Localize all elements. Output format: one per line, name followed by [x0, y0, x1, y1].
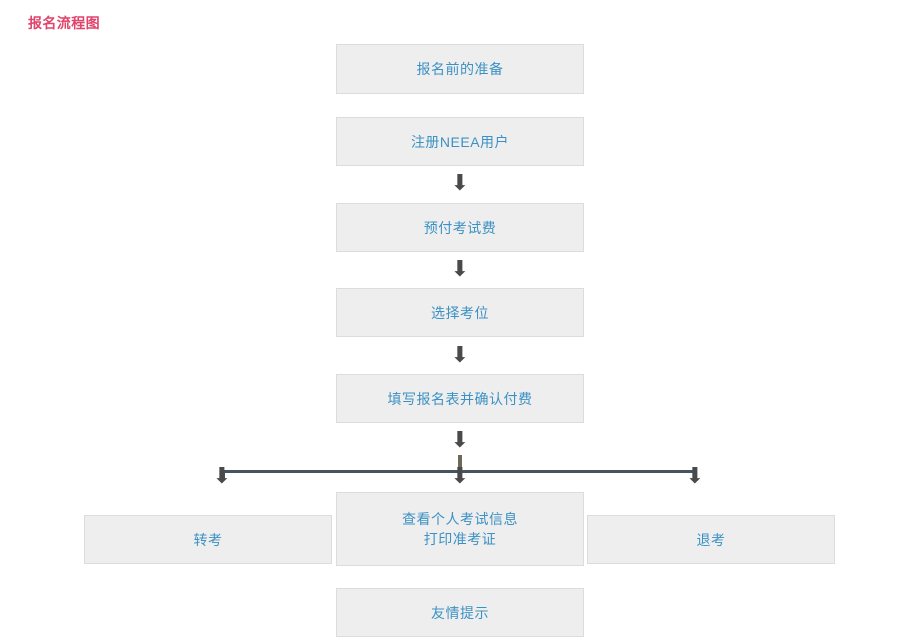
flow-box-branch-right[interactable]: 退考: [587, 515, 835, 564]
flow-box-label: 选择考位: [431, 304, 489, 321]
branch-horizontal-line: [222, 470, 696, 473]
flow-box-label: 预付考试费: [423, 219, 497, 236]
flow-box-label-line1: 查看个人考试信息: [402, 511, 518, 527]
flow-box-label: 转考: [193, 531, 223, 548]
flow-box-label-line2: 打印准考证: [423, 531, 497, 547]
flow-box-label: 退考: [696, 531, 726, 548]
flow-box-step-2[interactable]: 注册NEEA用户: [336, 117, 584, 166]
branch-tick-left: [222, 470, 225, 479]
arrow-down-icon-right: ⬇: [685, 464, 705, 489]
flow-box-label: 注册NEEA用户: [410, 133, 510, 150]
arrow-down-icon-center: ⬇: [450, 464, 470, 489]
arrow-down-icon: ⬇: [450, 428, 470, 453]
flow-box-step-1[interactable]: 报名前的准备: [336, 44, 584, 94]
flow-box-label: 友情提示: [431, 604, 489, 621]
flow-box-step-4[interactable]: 选择考位: [336, 288, 584, 337]
arrow-down-icon: ⬇: [450, 257, 470, 282]
branch-tick-right: [693, 470, 696, 479]
flow-box-step-7[interactable]: 友情提示: [336, 588, 584, 637]
arrow-down-icon: ⬇: [450, 171, 470, 196]
page-title: 报名流程图: [28, 15, 100, 31]
branch-stem: [458, 455, 462, 473]
arrow-down-icon: ⬇: [450, 343, 470, 368]
flow-box-branch-left[interactable]: 转考: [84, 515, 332, 564]
flow-box-step-3[interactable]: 预付考试费: [336, 203, 584, 252]
arrow-down-icon-left: ⬇: [212, 464, 232, 489]
flow-box-label: 填写报名表并确认付费: [387, 390, 533, 407]
flow-box-step-6[interactable]: 查看个人考试信息 打印准考证: [336, 492, 584, 566]
flow-box-label: 报名前的准备: [416, 61, 504, 77]
flow-box-step-5[interactable]: 填写报名表并确认付费: [336, 374, 584, 423]
